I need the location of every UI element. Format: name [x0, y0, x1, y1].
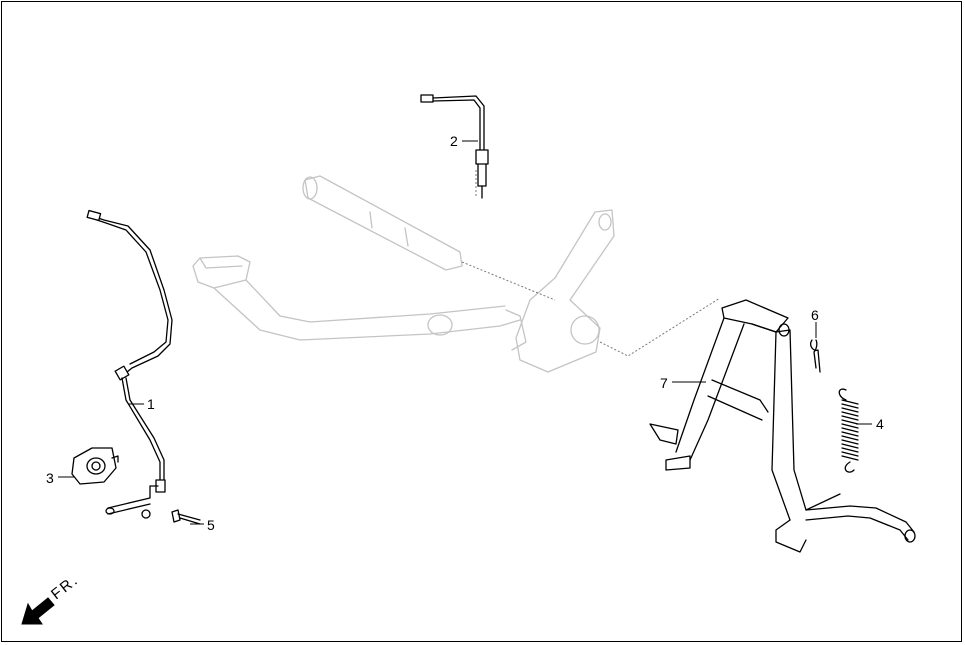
part-1-brake-switch-cable: [86, 209, 173, 519]
part-6-cotter-pin: [810, 339, 821, 373]
callout-2: 2: [450, 133, 458, 149]
callout-3: 3: [46, 470, 54, 486]
reference-dashed-lines: [461, 170, 721, 357]
part-7-main-stand: [649, 299, 916, 553]
part-2-sensor-cable: [420, 94, 489, 199]
part-3-switch-cover: [71, 447, 119, 485]
direction-label: FR.: [48, 571, 82, 603]
leader-lines: [58, 140, 872, 525]
part-4-spring: [838, 388, 859, 473]
brake-pedal-ghost: [192, 175, 615, 373]
front-direction-arrow-icon: [21, 597, 55, 625]
part-5-bolt: [171, 509, 201, 525]
callout-4: 4: [876, 416, 884, 432]
callout-6: 6: [811, 307, 819, 323]
callout-7: 7: [660, 375, 668, 391]
callout-5: 5: [207, 517, 215, 533]
callout-1: 1: [147, 396, 155, 412]
